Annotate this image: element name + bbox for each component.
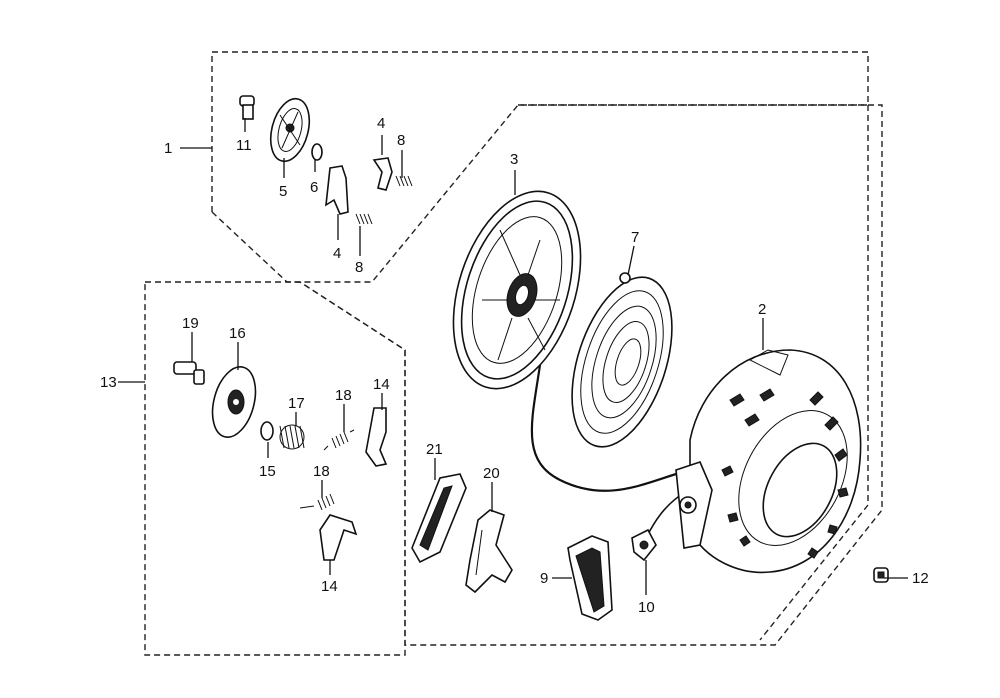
callout-18-bottom: 18 (313, 463, 330, 480)
callout-12: 12 (912, 570, 929, 587)
callout-11: 11 (236, 137, 252, 154)
part-12-bolt (873, 567, 889, 583)
callout-2: 2 (758, 301, 766, 318)
part-4-ratchet-pawl-top (372, 157, 393, 191)
part-19-bolt (173, 361, 205, 385)
callout-18-top: 18 (335, 387, 352, 404)
callout-5: 5 (279, 183, 287, 200)
part-20-ratchet-guide (465, 509, 513, 594)
part-14-pawl-bottom (319, 514, 358, 561)
callout-7: 7 (631, 229, 639, 246)
part-6-washer (311, 143, 323, 161)
part-15-washer (260, 421, 274, 441)
callout-15: 15 (259, 463, 276, 480)
part-14-pawl-top (365, 407, 388, 467)
callout-4-top: 4 (377, 115, 385, 132)
part-18-spring-bottom (299, 493, 335, 511)
callout-6: 6 (310, 179, 318, 196)
part-4-ratchet-pawl-bottom (325, 165, 349, 215)
part-9-starter-grip (567, 535, 613, 621)
callout-8-top: 8 (397, 132, 405, 149)
callout-13: 13 (100, 374, 117, 391)
part-21-guide-plate (411, 473, 467, 564)
part-18-spring-top (323, 429, 355, 451)
part-17-spring (279, 424, 305, 450)
leader-lines (118, 118, 908, 595)
part-7-spiral-spring (571, 272, 673, 448)
group-13-boundary (144, 281, 406, 656)
callout-8-bottom: 8 (355, 259, 363, 276)
callout-1: 1 (164, 140, 172, 157)
part-5-ratchet-disc (269, 97, 311, 163)
callout-3: 3 (510, 151, 518, 168)
callout-21: 21 (426, 441, 443, 458)
callout-14-top: 14 (373, 376, 390, 393)
part-10-rope-knot (631, 528, 657, 562)
callout-16: 16 (229, 325, 246, 342)
callout-9: 9 (540, 570, 548, 587)
callout-10: 10 (638, 599, 655, 616)
part-8-spring-bottom (355, 213, 373, 225)
part-11-bolt (239, 95, 255, 120)
part-16-drive-plate (211, 366, 257, 438)
group-boundaries (144, 51, 883, 656)
part-3-reel (452, 190, 582, 390)
part-2-starter-case (675, 349, 862, 574)
callout-19: 19 (182, 315, 199, 332)
callout-20: 20 (483, 465, 500, 482)
callout-labels: 1 11 5 6 4 8 4 8 3 7 2 12 10 9 20 21 13 … (100, 115, 929, 616)
callout-17: 17 (288, 395, 305, 412)
part-8-spring-top (395, 175, 413, 187)
group-main-boundary (299, 104, 883, 646)
starter-rope (530, 364, 691, 492)
callout-14-bottom: 14 (321, 578, 338, 595)
callout-4-bottom: 4 (333, 245, 341, 262)
